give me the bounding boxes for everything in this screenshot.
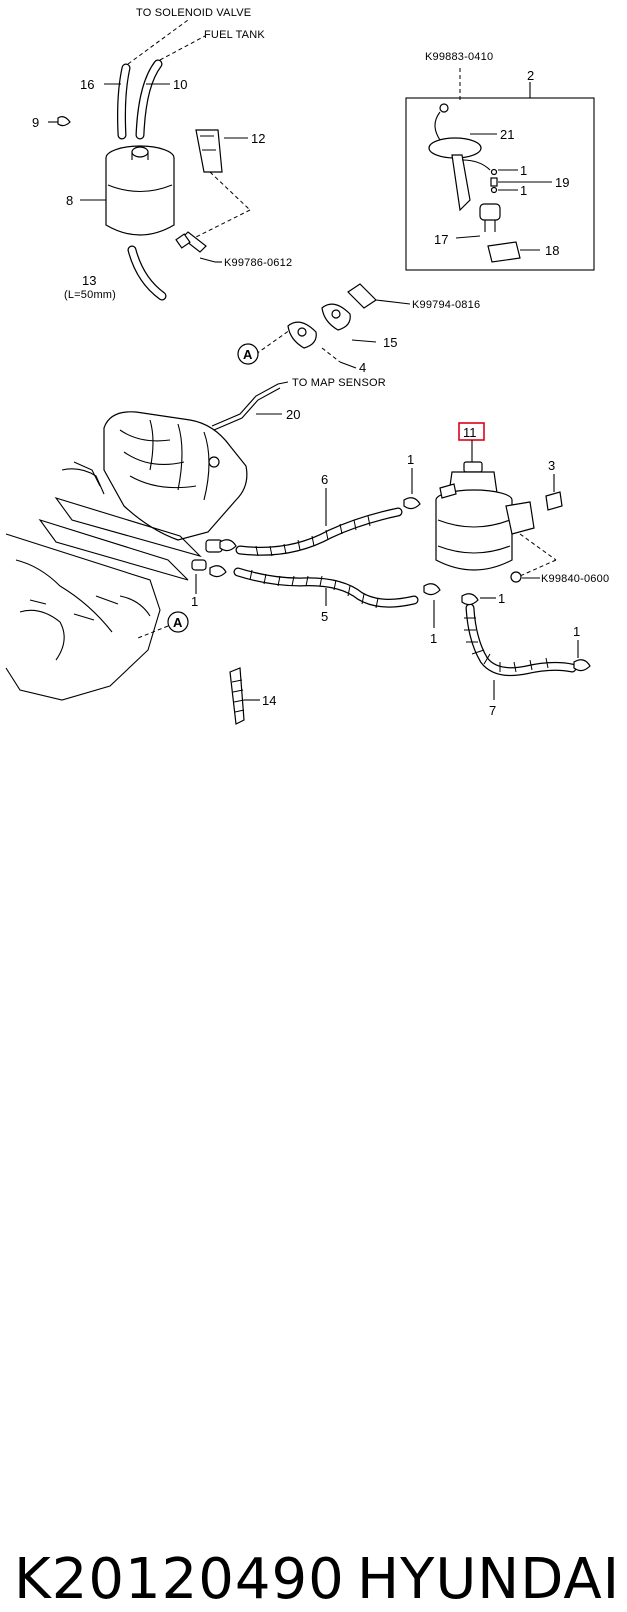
callout-19: 19	[555, 175, 569, 190]
callout-18: 18	[545, 243, 559, 258]
callout-8: 8	[66, 193, 73, 208]
mount-bracket-assembly	[237, 283, 411, 369]
ref-a-bottom: A	[173, 615, 183, 630]
callout-7: 7	[489, 703, 496, 718]
screw-code-0410: K99883-0410	[425, 51, 493, 63]
solenoid-valve-note: TO SOLENOID VALVE	[136, 7, 251, 19]
part-number: K20120490	[14, 1547, 345, 1612]
callout-3: 3	[548, 458, 555, 473]
callout-20: 20	[286, 407, 300, 422]
hose-length-note: (L=50mm)	[64, 289, 116, 301]
callout-13: 13	[82, 273, 96, 288]
callout-1-pump-b: 1	[520, 183, 527, 198]
map-sensor-note: TO MAP SENSOR	[292, 377, 386, 389]
bolt-code-0612: K99786-0612	[224, 257, 292, 269]
callout-15: 15	[383, 335, 397, 350]
ref-a-top: A	[243, 347, 253, 362]
bolt-code-0600: K99840-0600	[541, 573, 609, 585]
callout-2: 2	[527, 68, 534, 83]
parts-diagram: TO SOLENOID VALVE FUEL TANK 16 10 9 12 8…	[5, 7, 609, 725]
callout-11: 11	[463, 425, 477, 440]
caption-bar: K20120490 HYUNDAI	[0, 772, 627, 1612]
fuel-pump-box	[405, 68, 595, 271]
callout-4: 4	[359, 360, 366, 375]
callout-16: 16	[80, 77, 94, 92]
callout-14: 14	[262, 693, 276, 708]
callout-9: 9	[32, 115, 39, 130]
bolt-code-0816: K99794-0816	[412, 299, 480, 311]
brand-name: HYUNDAI	[357, 1547, 621, 1612]
callout-1-hose6: 1	[407, 452, 414, 467]
callout-1-hose5: 1	[430, 631, 437, 646]
fuel-tank-note: FUEL TANK	[204, 29, 265, 41]
fuel-hoses	[233, 468, 591, 700]
callout-5: 5	[321, 609, 328, 624]
callout-1-pump-a: 1	[520, 163, 527, 178]
callout-12: 12	[251, 131, 265, 146]
callout-21: 21	[500, 127, 514, 142]
callout-6: 6	[321, 472, 328, 487]
callout-17: 17	[434, 232, 448, 247]
callout-10: 10	[173, 77, 187, 92]
callout-1-left: 1	[191, 594, 198, 609]
canister-assembly	[48, 19, 251, 301]
callout-1-right: 1	[573, 624, 580, 639]
fuel-filter	[435, 422, 563, 583]
intake-manifold	[5, 381, 289, 725]
callout-1-hose7: 1	[498, 591, 505, 606]
